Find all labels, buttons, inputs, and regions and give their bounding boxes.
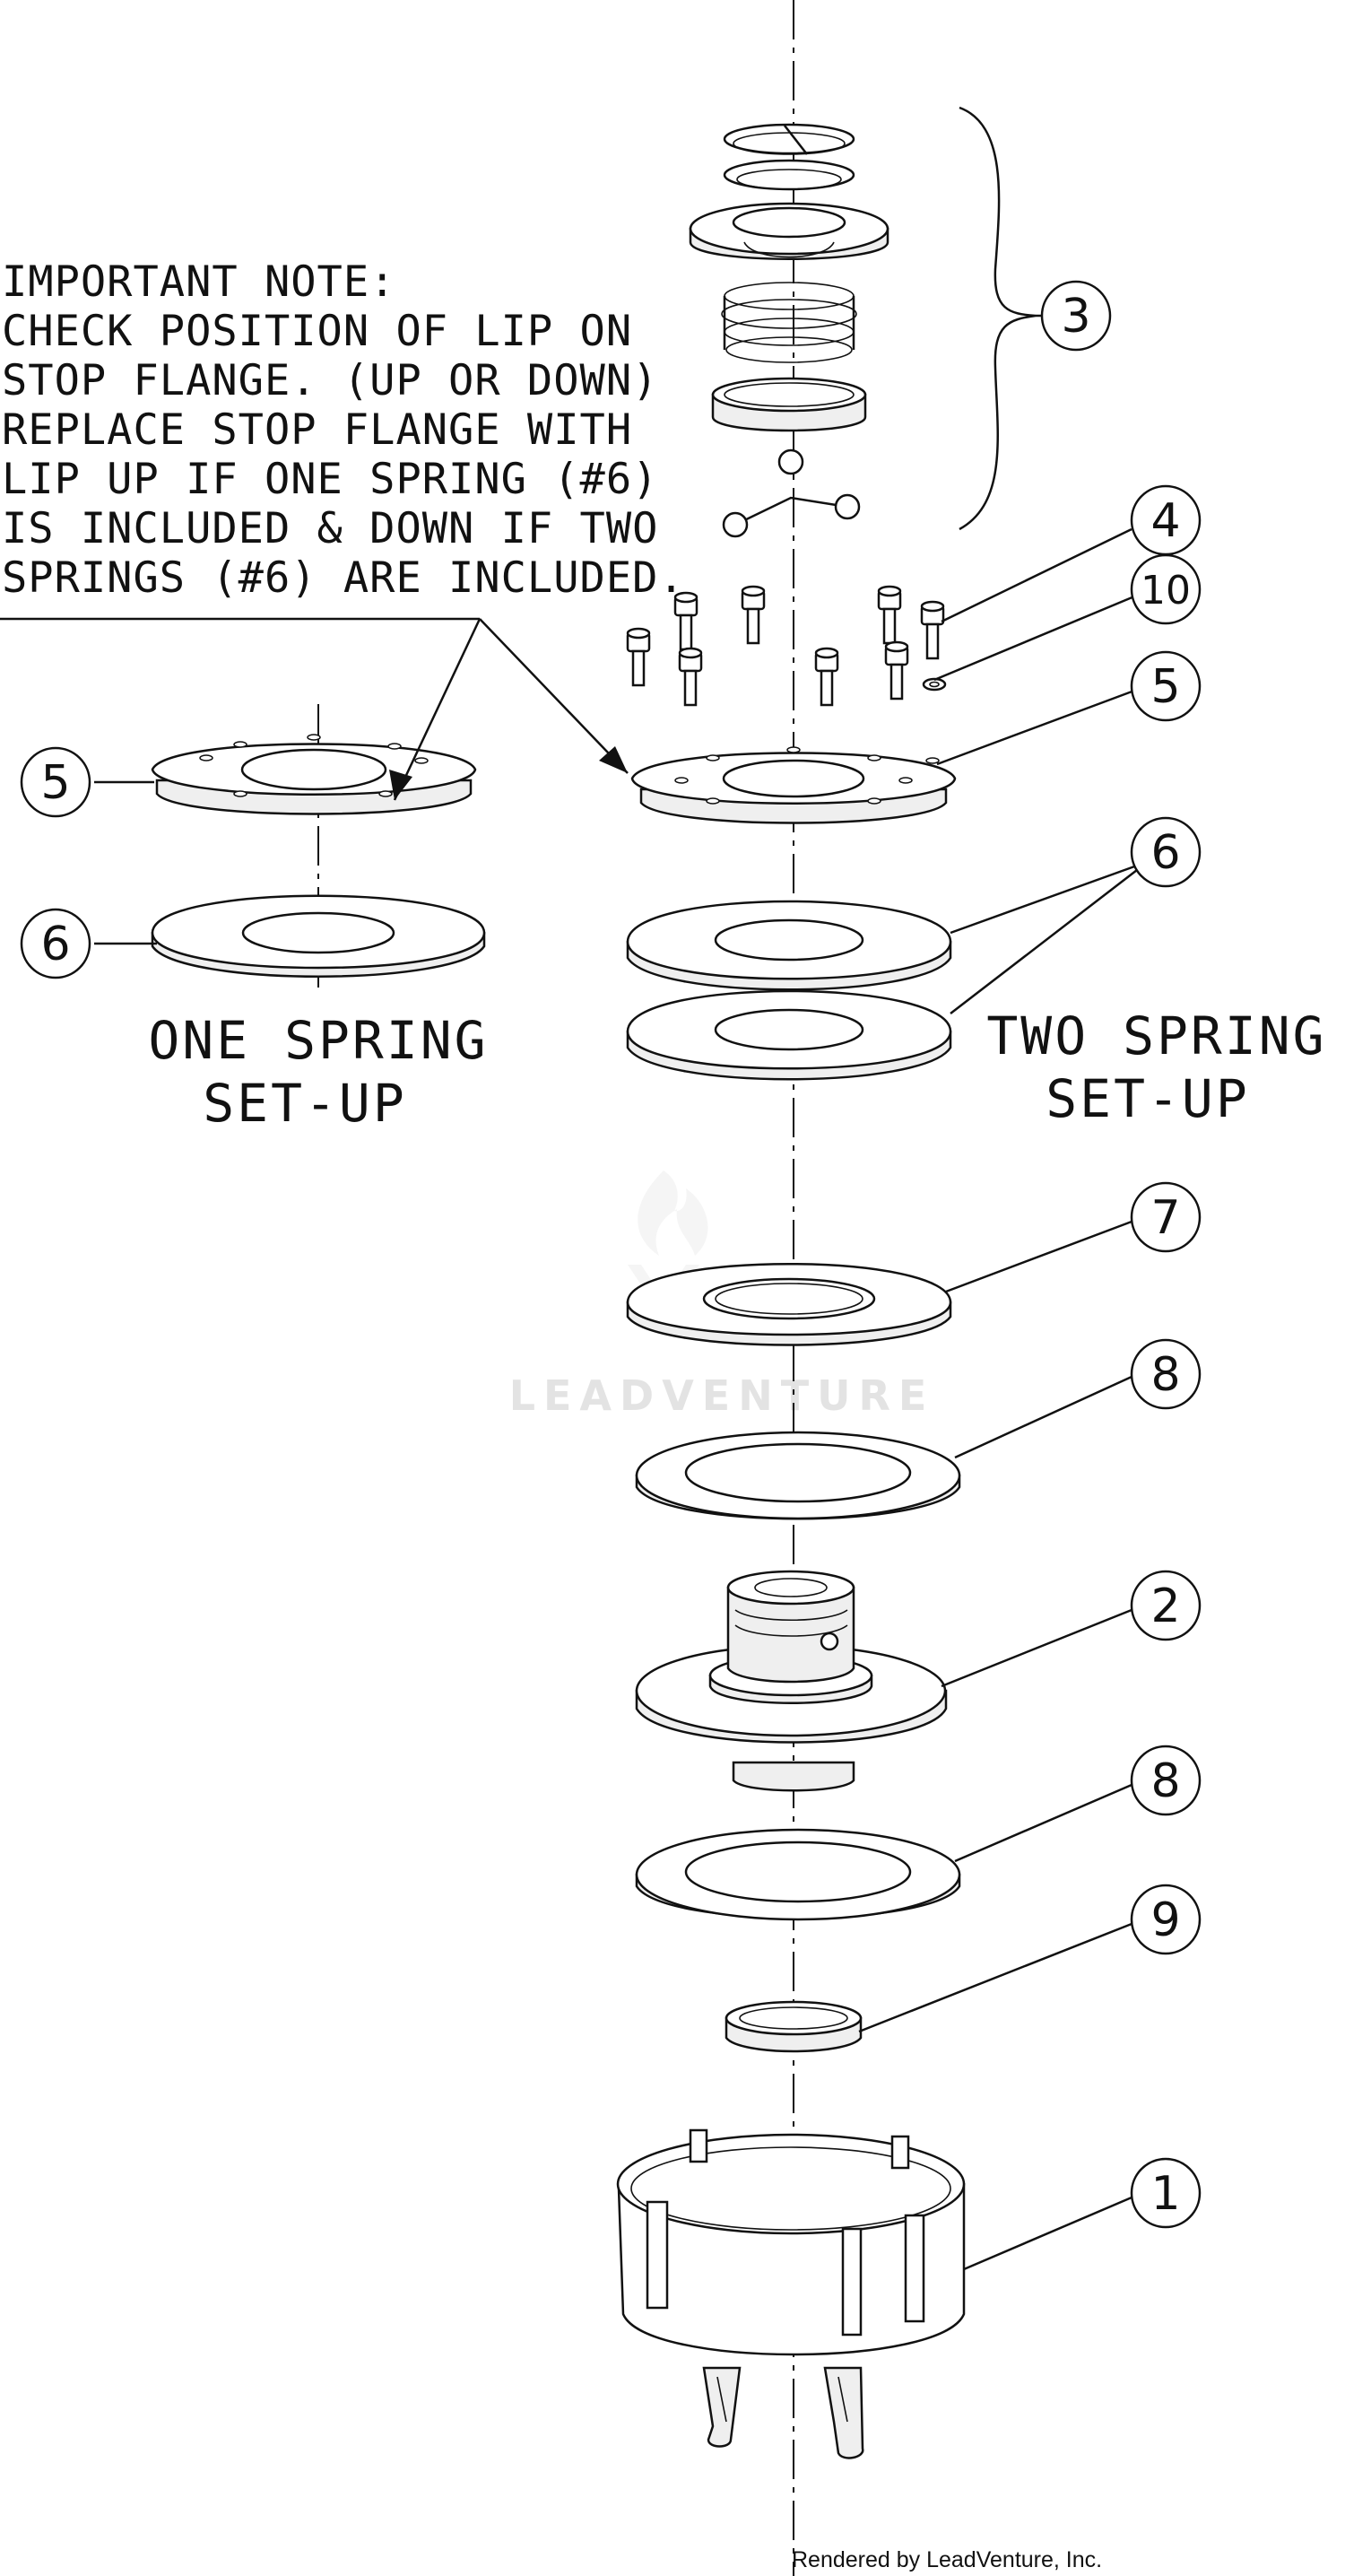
callout-1: 1 [1130, 2157, 1202, 2229]
bushing-sleeve [711, 377, 867, 432]
callout-6-right: 6 [1130, 816, 1202, 888]
callout-3: 3 [1040, 280, 1112, 352]
svg-text:3: 3 [1061, 290, 1090, 344]
callout-leaders [94, 314, 1138, 2271]
retaining-ring [723, 123, 855, 155]
svg-text:6: 6 [1150, 826, 1180, 880]
credit-text: Rendered by LeadVenture, Inc. [792, 2547, 1102, 2572]
spring-disc-upper [626, 900, 952, 991]
callout-5-right: 5 [1130, 650, 1202, 722]
note-line-3: STOP FLANGE. (UP OR DOWN) [2, 356, 658, 405]
part-2-hub [635, 1570, 948, 1792]
two-spring-label-line-1: TWO SPRING [986, 1005, 1326, 1066]
svg-text:5: 5 [1150, 660, 1180, 714]
flanged-cap [689, 202, 889, 260]
one-spring-label-line-2: SET-UP [203, 1073, 407, 1134]
compression-spring [721, 282, 857, 363]
callout-8-lower: 8 [1130, 1745, 1202, 1816]
note-line-2: CHECK POSITION OF LIP ON [2, 307, 632, 356]
callout-4: 4 [1130, 484, 1202, 556]
watermark-text: LEADVENTURE [509, 1371, 935, 1420]
bolt [877, 585, 902, 645]
one-spring-setup-label: ONE SPRING SET-UP [148, 1010, 488, 1134]
thrust-washer-upper [635, 1431, 961, 1520]
svg-text:4: 4 [1150, 494, 1180, 548]
svg-text:6: 6 [40, 918, 70, 971]
svg-text:10: 10 [1141, 568, 1191, 614]
washer-part-10 [922, 677, 947, 692]
note-line-1: IMPORTANT NOTE: [2, 257, 395, 307]
svg-text:2: 2 [1150, 1580, 1180, 1633]
note-leaders [0, 617, 629, 801]
svg-text:5: 5 [40, 756, 70, 810]
two-spring-setup-label: TWO SPRING SET-UP [986, 1005, 1326, 1129]
callout-10: 10 [1130, 553, 1202, 625]
part-3-brace [959, 106, 1037, 531]
bolt [884, 640, 909, 701]
note-line-4: REPLACE STOP FLANGE WITH [2, 405, 632, 455]
callout-8-upper: 8 [1130, 1338, 1202, 1410]
spring-disc-one-spring [151, 894, 486, 978]
watermark: LEADVENTURE [509, 1171, 935, 1420]
stop-flange-two-spring [630, 746, 957, 824]
two-spring-label-line-2: SET-UP [1046, 1068, 1250, 1129]
callout-5-left: 5 [20, 746, 91, 818]
bolt [626, 627, 651, 687]
thrust-washer-lower [635, 1828, 961, 1921]
bolts-part-4 [626, 585, 945, 707]
svg-text:8: 8 [1150, 1348, 1180, 1402]
callout-circles: 3 4 10 5 6 5 6 7 [20, 280, 1202, 2229]
part-9-bushing [725, 2000, 863, 2053]
svg-text:7: 7 [1150, 1191, 1180, 1245]
part-7-plate [626, 1263, 952, 1346]
note-line-5: LIP UP IF ONE SPRING (#6) [2, 455, 658, 504]
part-1-housing [616, 2128, 966, 2459]
important-note: IMPORTANT NOTE: CHECK POSITION OF LIP ON… [2, 257, 685, 603]
callout-2: 2 [1130, 1570, 1202, 1641]
spring-disc-lower [626, 989, 952, 1081]
one-spring-label-line-1: ONE SPRING [148, 1010, 488, 1071]
bolt [678, 647, 703, 707]
svg-text:1: 1 [1150, 2167, 1180, 2221]
svg-text:8: 8 [1150, 1754, 1180, 1808]
callout-9: 9 [1130, 1884, 1202, 1955]
top-washer [723, 159, 855, 191]
svg-text:9: 9 [1150, 1893, 1180, 1947]
callout-7: 7 [1130, 1181, 1202, 1253]
callout-6-left: 6 [20, 908, 91, 979]
bolt [920, 600, 945, 660]
note-line-6: IS INCLUDED & DOWN IF TWO [2, 504, 658, 553]
bolt [741, 585, 766, 645]
part-3-assembly [689, 106, 1037, 538]
pin-and-balls [722, 448, 861, 538]
bolt [814, 647, 839, 707]
note-line-7: SPRINGS (#6) ARE INCLUDED. [2, 553, 685, 603]
stop-flange-one-spring [151, 734, 477, 815]
